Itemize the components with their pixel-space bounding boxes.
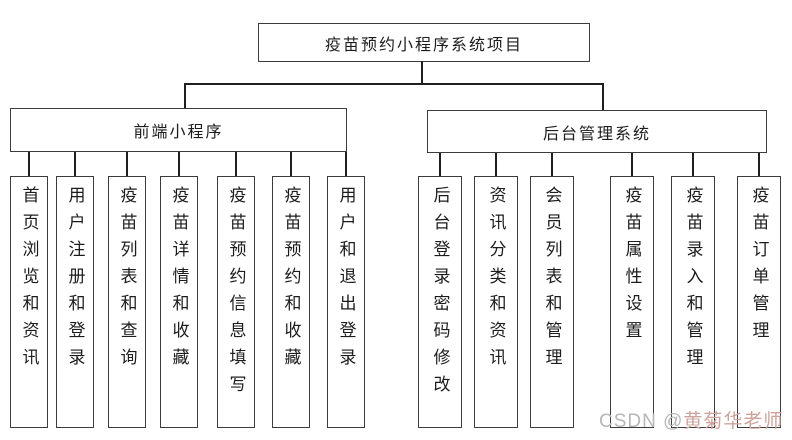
connector-trunk-horizontal — [184, 83, 604, 85]
node-frontend-item-5: 疫苗预约信息填写 — [217, 176, 255, 428]
watermark-prefix: CSDN @ — [599, 411, 684, 432]
node-label: 疫苗详情和收藏 — [169, 186, 189, 375]
connector-stub — [28, 152, 30, 176]
connector-stub — [439, 153, 441, 176]
connector-stub — [345, 152, 347, 176]
connector-stub — [290, 152, 292, 176]
node-label: 用户和退出登录 — [336, 186, 356, 375]
node-frontend: 前端小程序 — [10, 108, 347, 152]
node-backend: 后台管理系统 — [427, 110, 767, 153]
node-backend-item-3: 会员列表和管理 — [530, 176, 574, 428]
node-frontend-item-6: 疫苗预约和收藏 — [272, 176, 310, 428]
connector-backend-drop — [602, 83, 604, 111]
node-backend-item-6: 疫苗订单管理 — [737, 176, 781, 428]
watermark-name: 黄菊华老师 — [683, 411, 784, 432]
node-label: 后台登录密码修改 — [430, 186, 450, 402]
node-label: 疫苗订单管理 — [749, 186, 769, 348]
connector-stub — [631, 153, 633, 176]
node-backend-item-2: 资讯分类和资讯 — [474, 176, 518, 428]
node-label: 首页浏览和资讯 — [19, 186, 39, 375]
node-root: 疫苗预约小程序系统项目 — [258, 23, 590, 62]
node-backend-item-5: 疫苗录入和管理 — [671, 176, 715, 428]
node-label: 疫苗录入和管理 — [683, 186, 703, 375]
connector-stub — [126, 152, 128, 176]
node-backend-item-4: 疫苗属性设置 — [610, 176, 654, 428]
connector-stub — [758, 153, 760, 176]
node-label: 疫苗列表和查询 — [117, 186, 137, 375]
connector-stub — [692, 153, 694, 176]
node-label: 会员列表和管理 — [542, 186, 562, 375]
node-frontend-item-4: 疫苗详情和收藏 — [160, 176, 198, 428]
node-frontend-item-2: 用户注册和登录 — [56, 176, 94, 428]
connector-stub — [235, 152, 237, 176]
node-frontend-item-3: 疫苗列表和查询 — [108, 176, 146, 428]
connector-frontend-drop — [184, 83, 186, 109]
connector-root-drop — [421, 61, 423, 84]
connector-stub — [551, 153, 553, 176]
node-frontend-item-7: 用户和退出登录 — [327, 176, 365, 428]
node-label: 疫苗预约和收藏 — [281, 186, 301, 375]
node-backend-item-1: 后台登录密码修改 — [418, 176, 462, 428]
connector-stub — [74, 152, 76, 176]
node-label: 疫苗预约信息填写 — [226, 186, 246, 402]
node-label: 用户注册和登录 — [65, 186, 85, 375]
watermark: CSDN @黄菊华老师 — [599, 406, 783, 433]
node-label: 疫苗属性设置 — [622, 186, 642, 348]
connector-stub — [178, 152, 180, 176]
connector-stub — [495, 153, 497, 176]
node-frontend-item-1: 首页浏览和资讯 — [10, 176, 48, 428]
node-label: 资讯分类和资讯 — [486, 186, 506, 375]
